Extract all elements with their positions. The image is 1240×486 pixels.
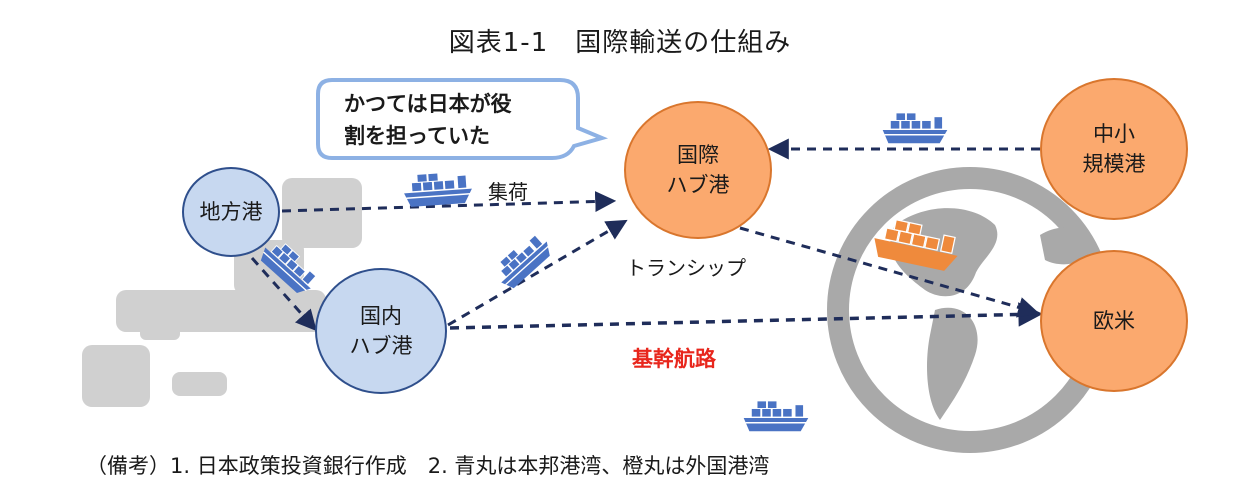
callout-text: かつては日本が役 割を担っていた (344, 89, 512, 152)
route-arrows (250, 138, 1043, 332)
label-shuka: 集荷 (488, 180, 528, 204)
node-kokunai-hub: 国内 ハブ港 (315, 268, 447, 394)
callout-line: 割を担っていた (344, 123, 490, 148)
node-chusho-port: 中小 規模港 (1040, 78, 1188, 220)
figure-title: 図表1-1 国際輸送の仕組み (448, 28, 792, 58)
callout-bubble (316, 78, 609, 160)
node-label: 欧米 (1093, 308, 1135, 333)
ship-icon (881, 112, 949, 145)
node-obei: 欧米 (1040, 250, 1188, 392)
ship-icon (742, 400, 810, 433)
node-chiho-port: 地方港 (182, 167, 280, 257)
node-label: 地方港 (199, 199, 263, 224)
ship-icon (402, 169, 474, 209)
node-label: 規模港 (1082, 152, 1146, 176)
node-label: 国際 (677, 142, 719, 167)
node-label: 中小 (1093, 121, 1135, 146)
node-kokusai-hub: 国際 ハブ港 (624, 101, 772, 239)
arrow-kokusai-to-obei (739, 226, 1040, 318)
label-transship: トランシップ (626, 256, 746, 280)
arrow-kokunai-to-obei (449, 302, 1043, 330)
arrow-kokunai-to-kokusai (447, 219, 628, 327)
label-kansen-route: 基幹航路 (632, 347, 716, 371)
footnote: （備考）1. 日本政策投資銀行作成 2. 青丸は本邦港湾、橙丸は外国港湾 (86, 454, 770, 478)
callout-line: かつては日本が役 (344, 92, 512, 116)
node-label: ハブ港 (666, 173, 730, 197)
node-label: 国内 (360, 303, 402, 328)
arrow-chiho-to-kokusai (281, 191, 617, 213)
node-label: ハブ港 (349, 334, 413, 358)
orange-ship-icon (874, 219, 958, 271)
